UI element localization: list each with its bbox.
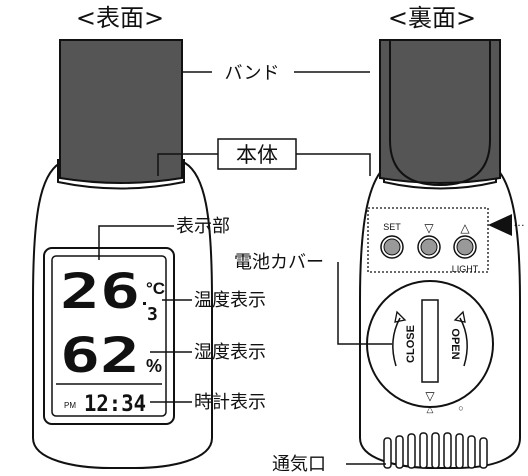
pointer-dots: … — [513, 215, 525, 229]
lcd-screen — [51, 255, 167, 417]
label-close: CLOSE — [405, 325, 417, 363]
lcd-clock-value: 12:34 — [84, 392, 146, 417]
front-band — [59, 39, 183, 184]
open-arrow-head-icon — [453, 310, 466, 323]
heading-front: <表面> — [76, 4, 164, 32]
lcd-temperature-value: 26 — [60, 264, 140, 320]
cover-down-mark: ▽ — [425, 389, 435, 403]
lcd-percent-unit: % — [146, 356, 162, 376]
label-display: 表示部 — [176, 216, 230, 237]
up-light-button[interactable] — [453, 235, 477, 259]
back-band — [379, 39, 501, 184]
set-button[interactable] — [380, 235, 404, 259]
pointer-arrow-icon — [488, 214, 512, 236]
label-battery-cover: 電池カバー — [234, 252, 324, 273]
leader-body-right — [296, 153, 371, 176]
label-body-box — [217, 138, 297, 170]
lcd-pm-indicator: PM — [64, 401, 76, 410]
leader-body-left — [157, 153, 218, 176]
heading-back: <裏面> — [388, 4, 476, 32]
label-humidity: 湿度表示 — [194, 342, 266, 363]
lcd-temperature-decimal: 3 — [147, 304, 158, 325]
button-panel-frame — [367, 207, 489, 273]
label-set-button: SET — [383, 222, 401, 232]
label-vent: 通気口 — [272, 454, 326, 475]
battery-cover-slot — [421, 299, 439, 383]
label-open: OPEN — [449, 328, 461, 359]
label-temperature: 温度表示 — [194, 290, 266, 311]
label-clock: 時計表示 — [194, 392, 266, 413]
label-up-button: △ — [460, 221, 470, 235]
vent-slits — [383, 432, 488, 469]
leader-display — [98, 225, 174, 260]
lcd-humidity-value: 62 — [60, 328, 140, 384]
label-band: バンド — [225, 63, 280, 84]
down-button[interactable] — [417, 235, 441, 259]
close-arrow-head-icon — [394, 310, 407, 323]
back-band-fold — [389, 40, 491, 187]
label-light-button: LIGHT — [452, 264, 479, 274]
lcd-decimal-point — [143, 302, 146, 305]
cover-up-mark: △ — [427, 404, 434, 414]
label-down-button: ▽ — [424, 221, 434, 235]
cover-dot-mark: ○ — [458, 403, 463, 413]
label-body: 本体 — [236, 143, 278, 167]
leader-battery-cover — [337, 262, 392, 345]
lcd-celsius-unit: °C — [146, 279, 165, 298]
